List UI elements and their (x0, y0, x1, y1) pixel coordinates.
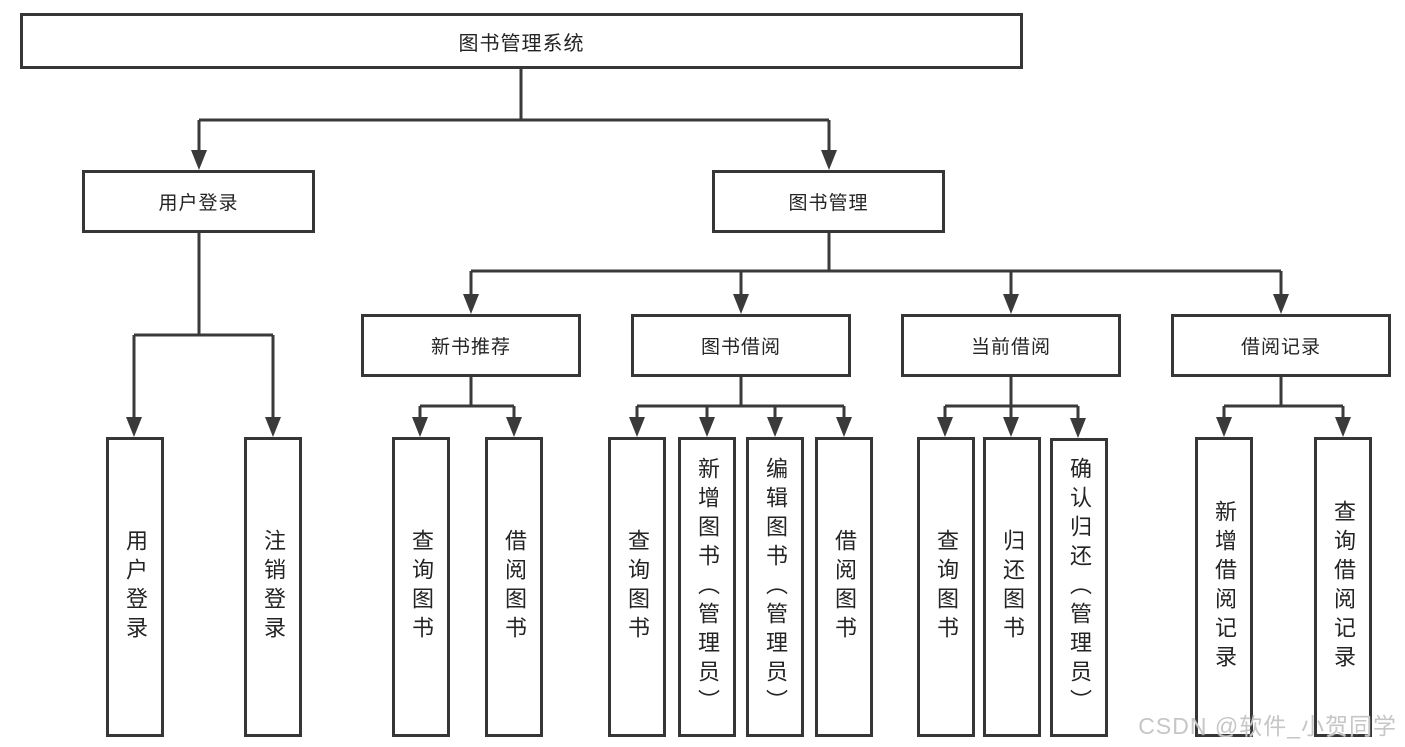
node-current-borrow-label: 当前借阅 (970, 337, 1051, 358)
leaf-node: 归还图书 (983, 437, 1041, 737)
leaf-node: 查询图书 (608, 437, 666, 737)
leaf-node: 确认归还（管理员） (1050, 438, 1108, 737)
leaf-node: 借阅图书 (815, 437, 873, 737)
leaf-node-label: 查询图书 (934, 529, 959, 645)
leaf-node-label: 用户登录 (123, 529, 148, 645)
leaf-node-label: 归还图书 (1000, 529, 1025, 645)
leaf-node-label: 查询图书 (625, 529, 650, 645)
node-root-label: 图书管理系统 (458, 32, 585, 55)
node-user-login-label: 用户登录 (158, 193, 239, 214)
node-book-borrow-label: 图书借阅 (700, 337, 781, 358)
node-root: 图书管理系统 (20, 13, 1023, 69)
leaf-node: 注销登录 (244, 437, 302, 737)
node-book-management: 图书管理 (712, 170, 945, 233)
node-book-management-label: 图书管理 (788, 193, 869, 214)
node-borrow-records-label: 借阅记录 (1240, 337, 1321, 358)
node-user-login: 用户登录 (82, 170, 315, 233)
leaf-node: 用户登录 (106, 437, 164, 737)
leaf-node-label: 查询借阅记录 (1331, 500, 1356, 674)
leaf-node: 借阅图书 (485, 437, 543, 737)
leaf-node: 编辑图书（管理员） (746, 437, 804, 737)
leaf-node: 查询图书 (917, 437, 975, 737)
arrowhead-icons (126, 150, 1351, 438)
leaf-node-label: 借阅图书 (502, 529, 527, 645)
csdn-watermark: CSDN @软件_小贺同学 (1138, 713, 1397, 739)
leaf-node-label: 查询图书 (409, 529, 434, 645)
leaf-node-label: 编辑图书（管理员） (763, 456, 788, 718)
node-current-borrow: 当前借阅 (901, 314, 1121, 377)
leaf-node: 新增图书（管理员） (678, 437, 736, 737)
node-new-book-recommend-label: 新书推荐 (430, 337, 511, 358)
leaf-node-label: 新增图书（管理员） (695, 456, 720, 718)
leaf-node-label: 注销登录 (261, 529, 286, 645)
node-borrow-records: 借阅记录 (1171, 314, 1391, 377)
leaf-node-label: 新增借阅记录 (1212, 500, 1237, 674)
leaf-node: 新增借阅记录 (1195, 437, 1253, 737)
leaf-node: 查询图书 (392, 437, 450, 737)
node-new-book-recommend: 新书推荐 (361, 314, 581, 377)
leaf-node-label: 确认归还（管理员） (1067, 457, 1092, 718)
node-book-borrow: 图书借阅 (631, 314, 851, 377)
leaf-node: 查询借阅记录 (1314, 437, 1372, 737)
leaf-node-label: 借阅图书 (832, 529, 857, 645)
